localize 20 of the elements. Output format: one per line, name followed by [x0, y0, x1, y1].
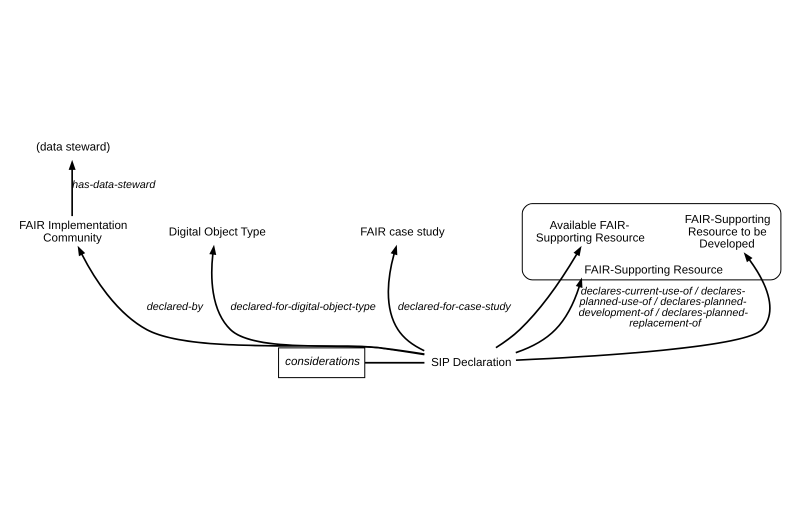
edge-label: declared-for-case-study	[398, 300, 511, 313]
arrow	[495, 245, 582, 348]
node-text: FAIR case study	[360, 224, 445, 238]
node-text: Digital Object Type	[168, 224, 266, 238]
arrow	[388, 244, 425, 351]
arrow	[78, 245, 425, 354]
node-text: FAIR Implementation Community	[19, 218, 128, 244]
arrow	[209, 244, 424, 355]
node-text: Available FAIR-Supporting Resource	[536, 218, 645, 244]
edge-label: declared-for-digital-object-type	[230, 300, 376, 313]
node-box: considerations	[278, 346, 366, 378]
connector	[364, 361, 424, 364]
arrow	[68, 159, 76, 216]
edge-label: declares-current-use-of / declares-planned-use-of / declares-planned-development-of / declares-planned-replacement-of	[578, 284, 748, 330]
node-text: FAIR-Supporting Resource to be Developed	[684, 212, 770, 250]
node-text: SIP Declaration	[431, 355, 512, 368]
node-text: (data steward)	[36, 140, 110, 153]
arrow	[516, 252, 771, 360]
arrow	[516, 276, 582, 353]
edge-label: declared-by	[146, 300, 204, 313]
